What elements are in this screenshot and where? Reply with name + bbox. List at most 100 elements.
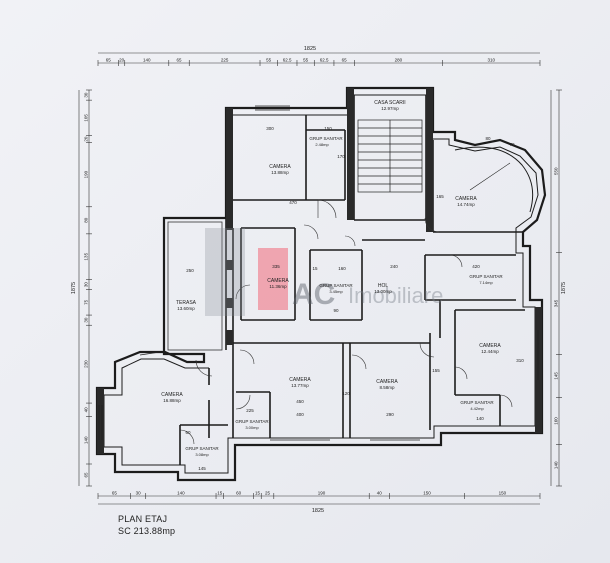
dim-chain-top-label: 310	[487, 58, 495, 63]
dim-chain-left-label: 40	[84, 407, 89, 413]
room-labels: CASA SCARII 12.97mp CAMERA 13.88mp GRUP …	[161, 100, 503, 457]
dim-chain-left-label: 30	[84, 92, 89, 98]
room-name-camera-e: CAMERA	[479, 343, 501, 349]
room-name-casa-scarii: CASA SCARII	[374, 100, 405, 106]
inner-dim: 450	[296, 399, 304, 404]
wall-fill	[97, 88, 542, 454]
dim-chain-bottom-label: 60	[236, 491, 242, 496]
dim-chain-left-label: 30	[84, 282, 89, 288]
inner-dim: 420	[472, 264, 480, 269]
dim-chain-bottom-label: 140	[177, 491, 185, 496]
inner-dim: 80	[485, 136, 491, 141]
inner-dim: 160	[338, 266, 346, 271]
door-swings	[179, 199, 513, 445]
dim-chain-top-label: 65	[176, 58, 182, 63]
inner-dim: 240	[390, 264, 398, 269]
dim-chain-bottom-label: 30	[136, 491, 142, 496]
inner-dim: 155	[432, 368, 440, 373]
inner-dim: 470	[289, 200, 297, 205]
room-name-camera-sw: CAMERA	[161, 392, 183, 398]
dim-chain-left-label: 190	[84, 170, 89, 178]
room-area-camera-nw: 13.88mp	[271, 170, 289, 175]
room-name-terasa: TERASA	[176, 300, 197, 306]
dim-chain-bottom-label: 150	[423, 491, 431, 496]
inner-dim: 150	[324, 126, 332, 131]
dim-chain-top-label: 55	[303, 58, 309, 63]
inner-dimension-labels: 300 150 170 470 335 250 15 160 240 420 4…	[185, 126, 524, 471]
room-area-grup-sanitar-s1: 3.00mp	[245, 425, 259, 430]
inner-dim: 170	[337, 154, 345, 159]
dim-total-top: 1825	[304, 46, 316, 52]
dimension-ticks	[86, 60, 562, 499]
inner-dim: 300	[266, 126, 274, 131]
inner-dim: 290	[386, 412, 394, 417]
inner-dim: 225	[246, 408, 254, 413]
dim-chain-top-label: 225	[221, 58, 229, 63]
dim-chain-right-label: 160	[554, 417, 559, 425]
dim-chain-bottom-label: 25	[265, 491, 271, 496]
room-area-hol: 13.00mp	[374, 289, 392, 294]
dim-chain-right-label: 345	[554, 299, 559, 307]
inner-dim: 145	[198, 466, 206, 471]
tower-curve	[454, 146, 534, 213]
room-name-camera-s1: CAMERA	[289, 377, 311, 383]
inner-dim: 70	[509, 142, 515, 147]
room-area-camera-s1: 13.77mp	[291, 383, 309, 388]
dim-chain-top-label: 55	[266, 58, 272, 63]
dim-chain-bottom-label: 15	[255, 491, 261, 496]
plan-title: PLAN ETAJ	[118, 514, 168, 524]
inner-dim: 400	[296, 412, 304, 417]
room-area-grup-sanitar-se: 4.42mp	[470, 406, 484, 411]
watermark-shadow-panel	[205, 228, 245, 316]
dim-chain-left-label: 30	[84, 317, 89, 323]
dim-chain-left-label: 75	[84, 299, 89, 305]
room-name-grup-sanitar-sw: GRUP SANITAR	[185, 446, 219, 451]
watermark-red-block	[258, 248, 288, 310]
room-area-casa-scarii: 12.97mp	[381, 106, 399, 111]
room-name-grup-sanitar-se: GRUP SANITAR	[460, 400, 494, 405]
dim-chain-top-label: 62.5	[320, 58, 329, 63]
dim-chain-top-label: 62.5	[283, 58, 292, 63]
dimension-chain-labels: 65 20 140 65 225 55 62.5 55 62.5 65 280 310 65 30 140 1…	[84, 58, 559, 496]
dim-chain-right-label: 550	[554, 167, 559, 175]
room-area-camera-e: 12.44mp	[481, 349, 499, 354]
dim-chain-bottom-label: 65	[112, 491, 118, 496]
dim-chain-right-label: 140	[554, 461, 559, 469]
room-name-camera-center: CAMERA	[267, 278, 289, 284]
dim-chain-top-label: 20	[119, 58, 125, 63]
room-area-camera-ne: 14.74mp	[457, 202, 475, 207]
watermark-brand: Imobiliare	[348, 283, 443, 308]
inner-dim: 140	[476, 416, 484, 421]
room-area-grup-sanitar-c: 3.45mp	[329, 289, 343, 294]
inner-dim: 120	[342, 391, 350, 396]
inner-dim: 90	[333, 308, 339, 313]
inner-dim: 335	[272, 264, 280, 269]
dim-chain-left-label: 80	[84, 217, 89, 223]
dim-chain-bottom-label: 190	[318, 491, 326, 496]
terrace-outline	[167, 221, 223, 351]
watermark-logo-mark: AC	[292, 278, 335, 311]
dim-chain-top-label: 65	[342, 58, 348, 63]
room-name-grup-sanitar-n: GRUP SANITAR	[309, 136, 343, 141]
room-area-grup-sanitar-n: 2.48mp	[315, 142, 329, 147]
room-name-grup-sanitar-s1: GRUP SANITAR	[235, 419, 269, 424]
dim-chain-bottom-label: 15	[217, 491, 223, 496]
dim-chain-top-label: 280	[395, 58, 403, 63]
dim-chain-top-label: 65	[106, 58, 112, 63]
room-area-grup-sanitar-sw: 3.08mp	[195, 452, 209, 457]
room-name-camera-s2: CAMERA	[376, 379, 398, 385]
room-name-grup-sanitar-e: GRUP SANITAR	[469, 274, 503, 279]
inner-dim: 310	[516, 358, 524, 363]
dim-chain-left-label: 230	[84, 360, 89, 368]
room-area-camera-center: 11.36mp	[269, 284, 287, 289]
inner-dim: 15	[312, 266, 318, 271]
dim-chain-left-label: 105	[84, 114, 89, 122]
dim-chain-bottom-label: 40	[377, 491, 383, 496]
dim-chain-top-label: 140	[143, 58, 151, 63]
room-name-grup-sanitar-c: GRUP SANITAR	[319, 283, 353, 288]
plan-area: SC 213.88mp	[118, 526, 176, 536]
room-area-camera-sw: 16.88mp	[163, 398, 181, 403]
dim-total-bottom: 1825	[312, 508, 324, 514]
